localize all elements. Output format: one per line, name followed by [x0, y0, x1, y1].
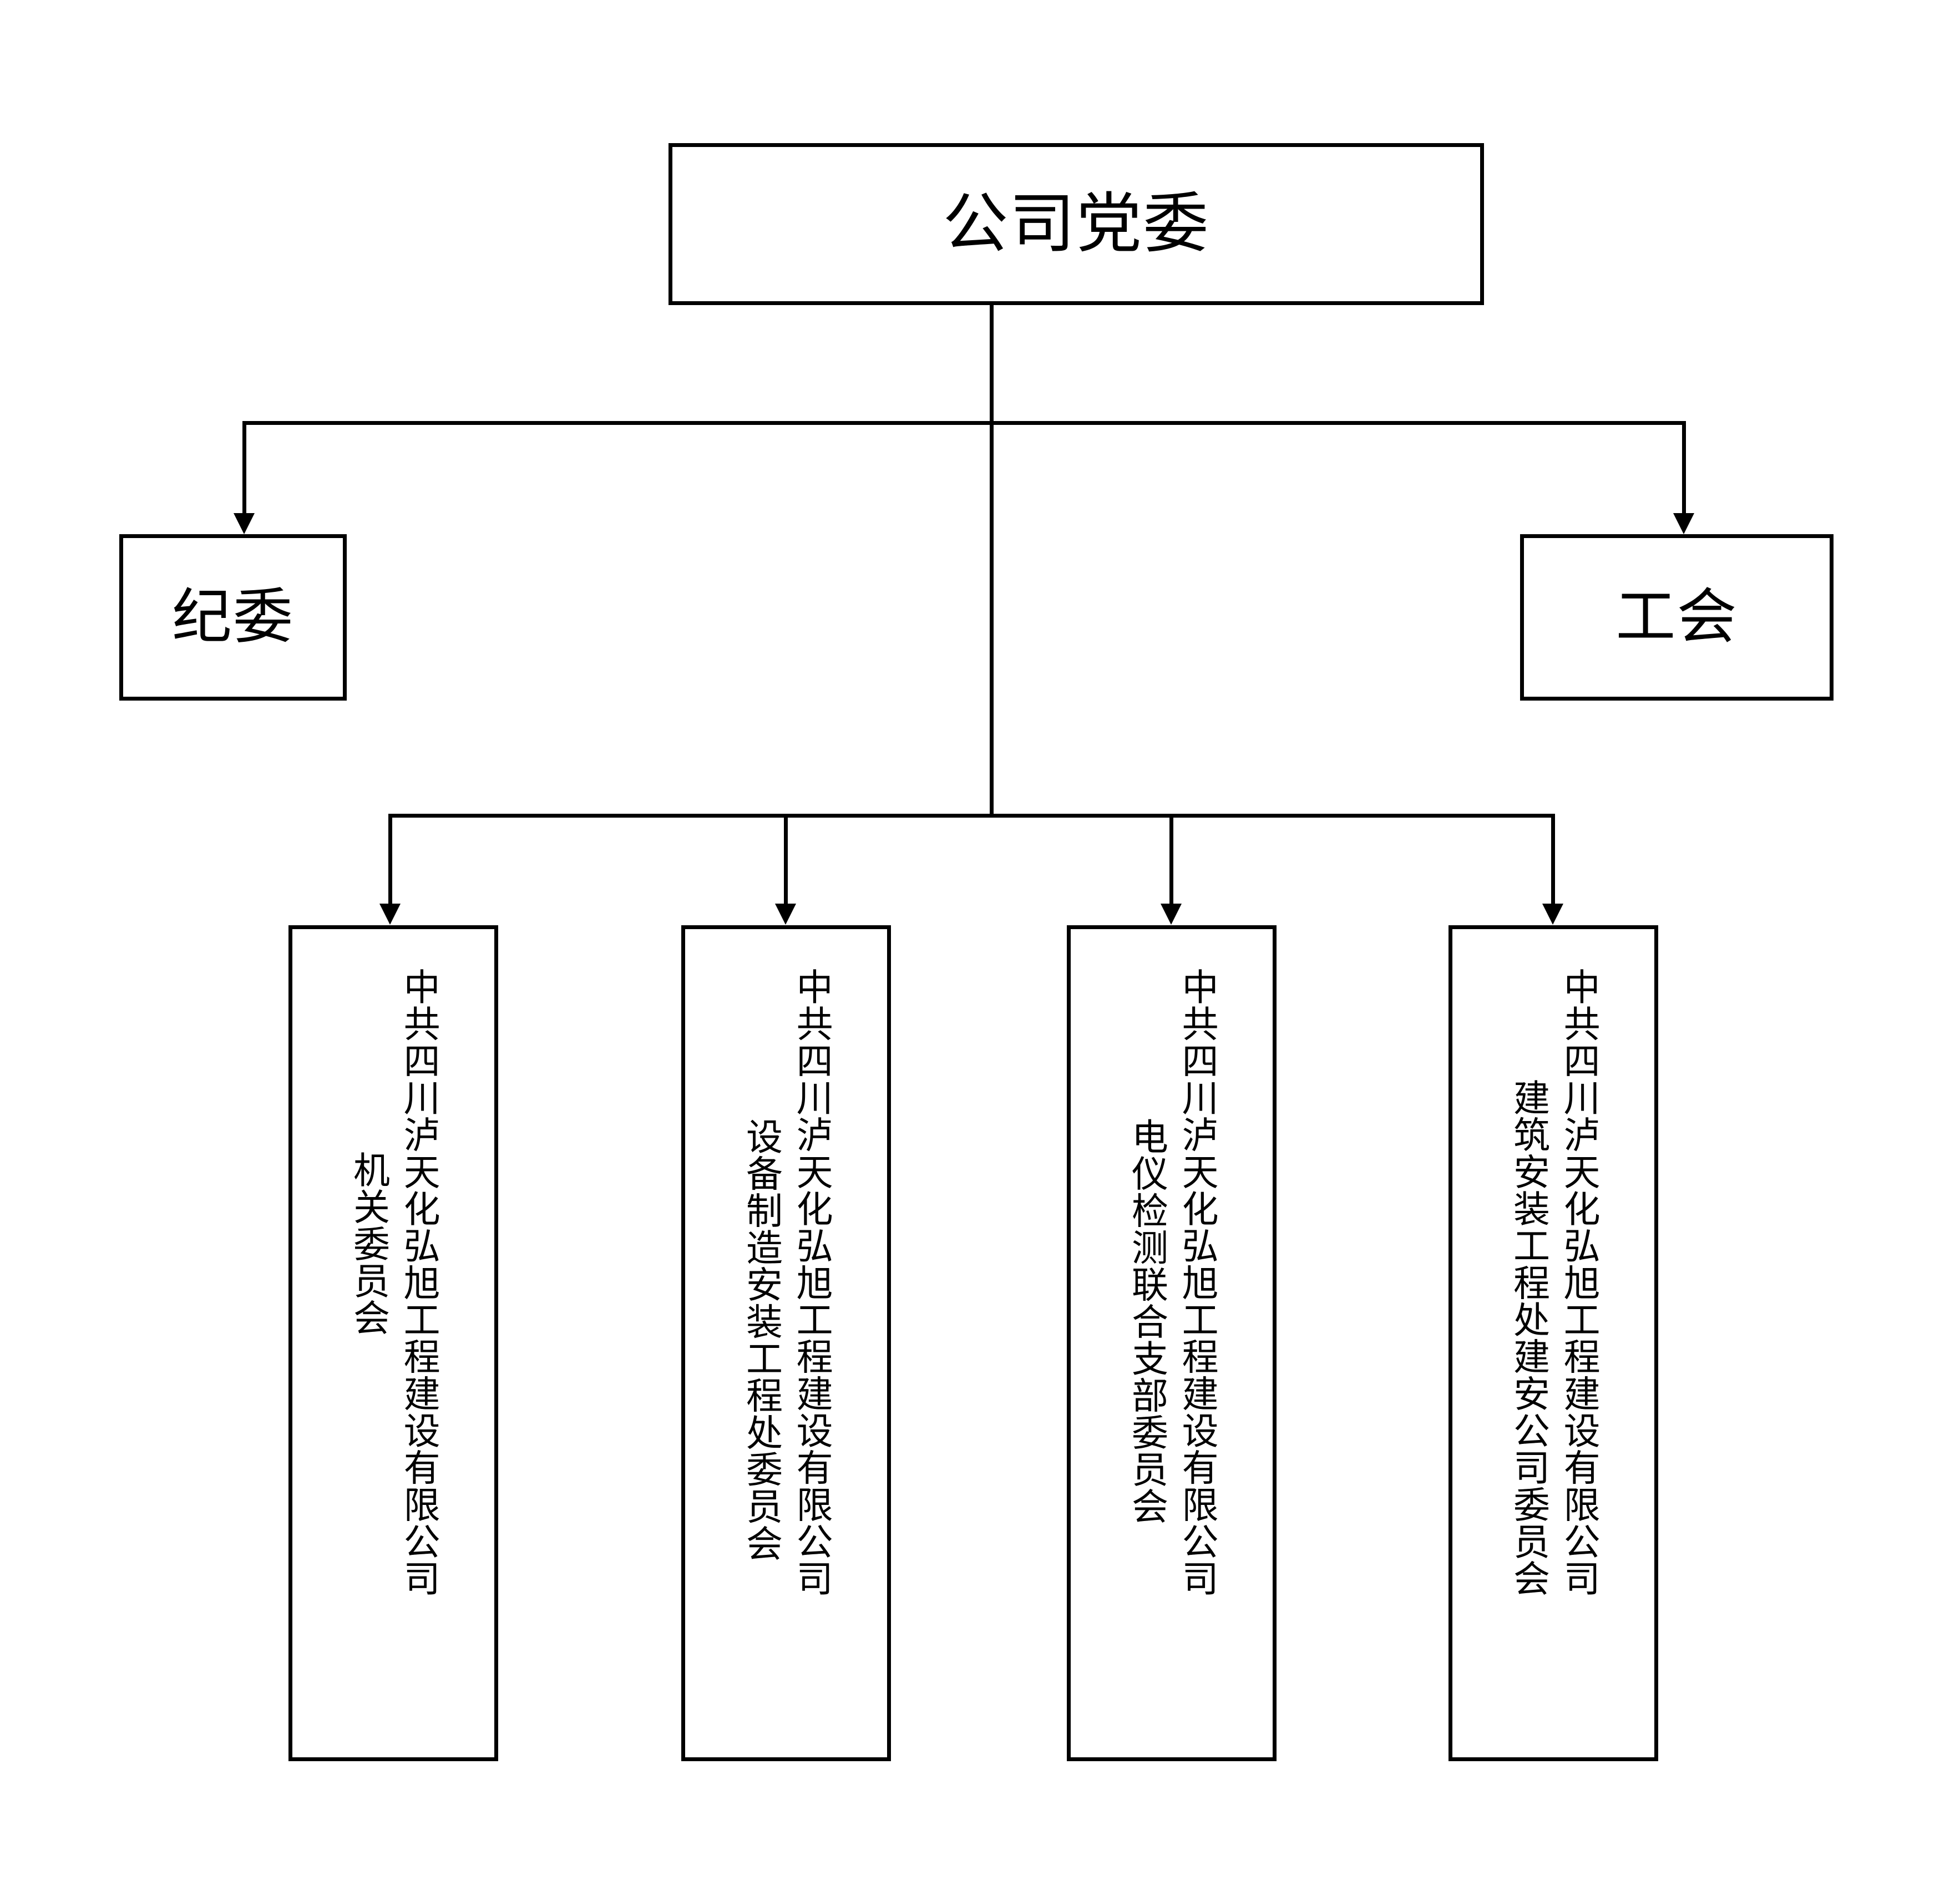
leaf-1-unit-name: 设备制造安装工程处委员会	[740, 1118, 783, 1561]
leaf-0-company-name: 中共四川泸天化弘旭工程建设有限公司	[397, 968, 440, 1597]
node-labor-union[interactable]: 工会	[1520, 534, 1834, 701]
arrowhead-jiwei	[234, 513, 255, 534]
node-jiwei-label: 纪委	[171, 582, 295, 652]
edge-to-jiwei	[242, 421, 246, 514]
node-root-label: 公司党委	[943, 185, 1210, 262]
arrowhead-leaf-1	[775, 904, 796, 925]
leaf-text-columns: 中共四川泸天化弘旭工程建设有限公司 设备制造安装工程处委员会	[685, 951, 887, 1757]
edge-to-leaf-0	[388, 814, 392, 904]
leaf-2-company-name: 中共四川泸天化弘旭工程建设有限公司	[1176, 968, 1219, 1597]
edge-to-leaf-2	[1169, 814, 1173, 904]
leaf-1-company-name: 中共四川泸天化弘旭工程建设有限公司	[790, 968, 833, 1597]
edge-to-leaf-3	[1551, 814, 1555, 904]
node-company-party-committee[interactable]: 公司党委	[668, 143, 1484, 305]
arrowhead-gonghui	[1673, 513, 1694, 534]
node-gonghui-label: 工会	[1615, 582, 1738, 652]
edge-to-leaf-1	[784, 814, 788, 904]
node-equipment-manufacturing-installation-committee[interactable]: 中共四川泸天化弘旭工程建设有限公司 设备制造安装工程处委员会	[681, 925, 891, 1761]
arrowhead-leaf-0	[379, 904, 401, 925]
node-construction-installation-committee[interactable]: 中共四川泸天化弘旭工程建设有限公司 建筑安装工程处建安公司委员会	[1449, 925, 1658, 1761]
arrowhead-leaf-2	[1161, 904, 1182, 925]
leaf-text-columns: 中共四川泸天化弘旭工程建设有限公司 电仪检测联合支部委员会	[1071, 951, 1273, 1757]
edge-to-gonghui	[1682, 421, 1686, 514]
arrowhead-leaf-3	[1542, 904, 1563, 925]
node-jiguan-committee[interactable]: 中共四川泸天化弘旭工程建设有限公司 机关委员会	[288, 925, 498, 1761]
edge-root-stem-lower	[990, 425, 994, 818]
leaf-3-unit-name: 建筑安装工程处建安公司委员会	[1507, 1079, 1550, 1597]
edge-level3-bus	[388, 814, 1555, 818]
edge-level2-bus	[242, 421, 1686, 425]
leaf-3-company-name: 中共四川泸天化弘旭工程建设有限公司	[1557, 968, 1601, 1597]
edge-root-stem	[990, 305, 994, 425]
node-discipline-inspection-commission[interactable]: 纪委	[119, 534, 347, 701]
node-electrical-instrument-testing-branch-committee[interactable]: 中共四川泸天化弘旭工程建设有限公司 电仪检测联合支部委员会	[1067, 925, 1277, 1761]
leaf-0-unit-name: 机关委员会	[347, 1151, 390, 1336]
leaf-text-columns: 中共四川泸天化弘旭工程建设有限公司 建筑安装工程处建安公司委员会	[1452, 951, 1654, 1757]
leaf-text-columns: 中共四川泸天化弘旭工程建设有限公司 机关委员会	[292, 951, 494, 1757]
leaf-2-unit-name: 电仪检测联合支部委员会	[1126, 1118, 1168, 1525]
